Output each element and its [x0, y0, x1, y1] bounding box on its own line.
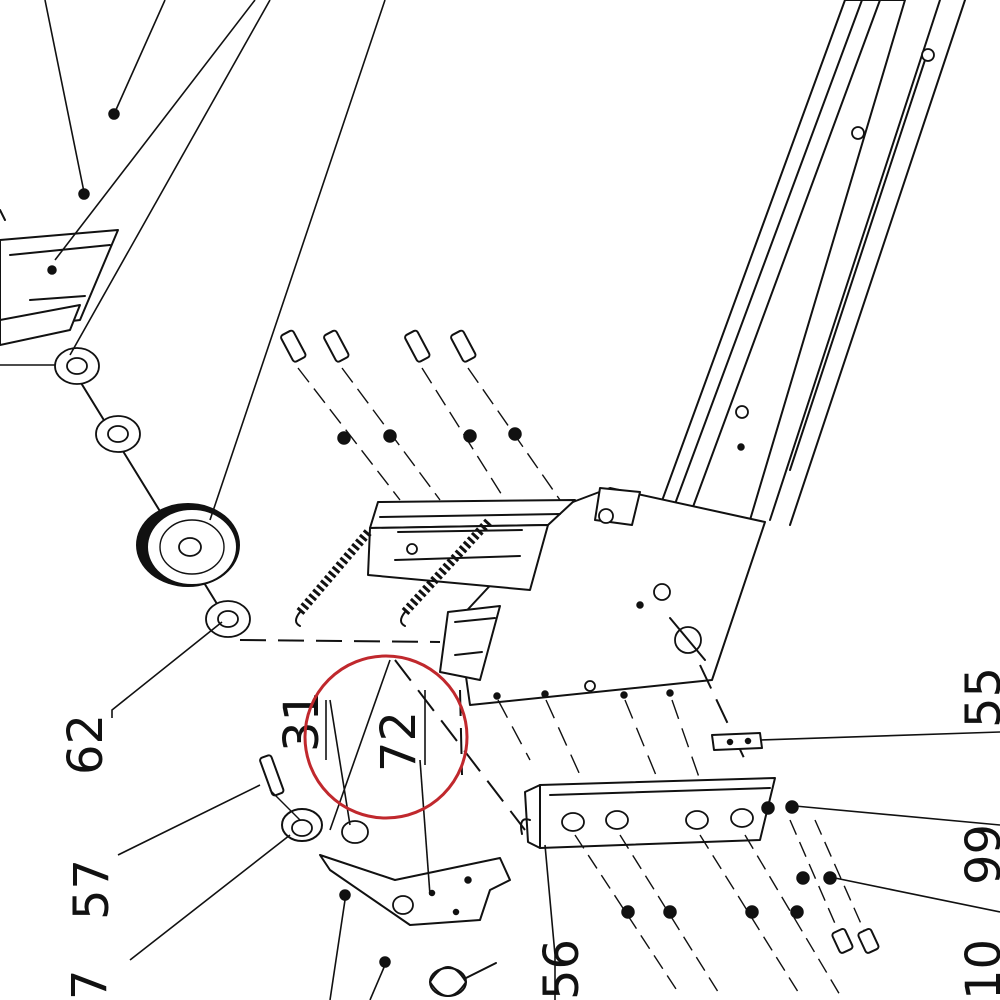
callout-57: 57 [64, 859, 120, 920]
callout-labels: 62 57 7 31 72 56 55 99 10 [58, 667, 1000, 1000]
frame-rail [654, 0, 966, 526]
callout-leaders [111, 621, 1000, 1000]
left-arm-assembly [0, 209, 119, 366]
callout-62: 62 [58, 714, 114, 775]
lever-assembly [259, 754, 511, 997]
clip-part [711, 732, 763, 751]
highlight-circle [303, 654, 469, 820]
pulley-stack [54, 347, 251, 638]
callout-72: 72 [371, 711, 427, 772]
bolt-set-bottom [574, 800, 880, 996]
callout-55: 55 [956, 667, 1000, 728]
bolt-set-top [280, 329, 561, 501]
mounting-bracket [367, 487, 766, 706]
callout-10: 10 [956, 939, 1000, 1000]
callout-99: 99 [956, 824, 1000, 885]
callout-7: 7 [62, 969, 118, 1000]
slotted-plate [520, 777, 776, 849]
callout-56: 56 [534, 939, 590, 1000]
top-leaders [44, 0, 386, 521]
tension-springs [295, 516, 494, 627]
callout-31: 31 [274, 691, 330, 752]
